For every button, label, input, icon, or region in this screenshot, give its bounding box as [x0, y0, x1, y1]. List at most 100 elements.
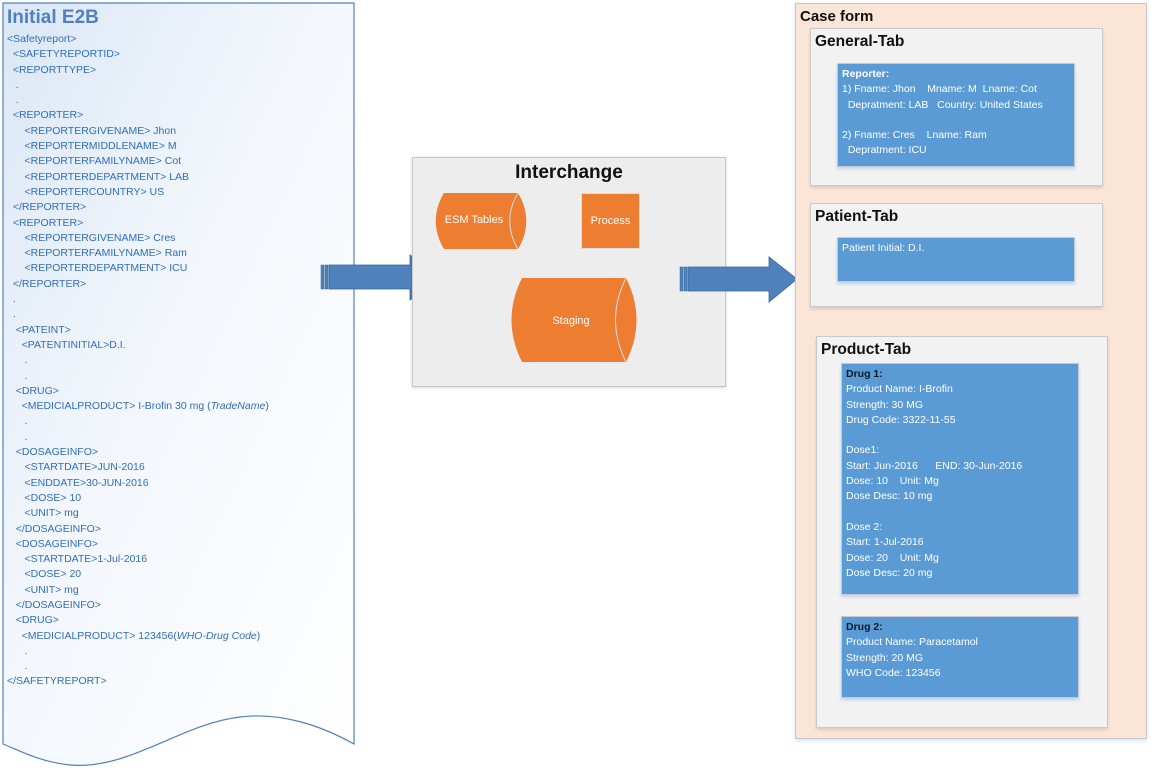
xml-line: </REPORTER>: [7, 200, 347, 215]
xml-line: <UNIT> mg: [7, 583, 347, 598]
xml-line: <REPORTERFAMILYNAME> Cot: [7, 154, 347, 169]
xml-line: </DOSAGEINFO>: [7, 522, 347, 537]
xml-line: <STARTDATE>1-Jul-2016: [7, 552, 347, 567]
xml-line-text: <DOSAGEINFO>: [7, 537, 99, 550]
reporter-line: [842, 113, 1070, 128]
xml-line: <ENDDATE>30-JUN-2016: [7, 476, 347, 491]
xml-line: .: [7, 369, 347, 384]
xml-line-text: <REPORTERFAMILYNAME> Ram: [7, 247, 187, 260]
xml-line-text: .: [7, 354, 28, 367]
xml-line: <DRUG>: [7, 613, 347, 628]
reporter-line: 2) Fname: Cres Lname: Ram: [842, 129, 987, 142]
xml-line-text: <REPORTERGIVENAME> Cres: [7, 231, 176, 244]
patient-tab-title: Patient-Tab: [815, 208, 899, 225]
xml-line-text: .: [7, 293, 16, 306]
xml-line: .: [7, 659, 347, 674]
xml-line: <REPORTERMIDDLENAME> M: [7, 139, 347, 154]
staging-label: Staging: [552, 315, 590, 327]
drug-1-line: Product Name: I-Brofin: [846, 383, 953, 396]
xml-line-text: <REPORTER>: [7, 216, 84, 229]
xml-line: <REPORTER>: [7, 216, 347, 231]
drug-1-line: Start: Jun-2016 END: 30-Jun-2016: [846, 459, 1023, 472]
drug-2-header: Drug 2:: [846, 621, 883, 633]
xml-line: <REPORTERGIVENAME> Jhon: [7, 124, 347, 139]
patient-tab: Patient-Tab Patient Initial: D.I.: [810, 203, 1103, 307]
reporter-line: Depratment: LAB Country: United States: [842, 98, 1043, 111]
patient-line: Patient Initial: D.I.: [842, 242, 925, 254]
xml-line: .: [7, 292, 347, 307]
e2b-document-shape: [2, 2, 355, 766]
xml-line-text: </REPORTER>: [7, 201, 87, 214]
patient-info-box: Patient Initial: D.I.: [837, 237, 1075, 282]
xml-line-text: <REPORTERCOUNTRY> US: [7, 185, 165, 198]
xml-line: <REPORTERFAMILYNAME> Ram: [7, 246, 347, 261]
xml-line-text: <DOSE> 10: [7, 491, 82, 504]
xml-line: <PATEINT>: [7, 323, 347, 338]
xml-line-text: <REPORTERFAMILYNAME> Cot: [7, 155, 182, 168]
drug-1-line: Dose Desc: 10 mg: [846, 490, 933, 503]
xml-line-text: <DOSAGEINFO>: [7, 446, 99, 459]
xml-line: .: [7, 353, 347, 368]
xml-line: .: [7, 644, 347, 659]
xml-line-text: .: [7, 415, 28, 428]
xml-line-text: <REPORTERDEPARTMENT> LAB: [7, 170, 190, 183]
xml-line: <STARTDATE>JUN-2016: [7, 460, 347, 475]
xml-line-text: </DOSAGEINFO>: [7, 598, 101, 611]
xml-line-text: <SAFETYREPORTID>: [7, 48, 121, 61]
e2b-document: Initial E2B <Safetyreport> <SAFETYREPORT…: [7, 6, 347, 690]
reporter-line: Depratment: ICU: [842, 144, 927, 157]
xml-line: <PATENTINITIAL>D.I.: [7, 338, 347, 353]
drug-1-line: Start: 1-Jul-2016: [846, 536, 924, 549]
process-box: Process: [581, 193, 640, 249]
xml-line: .: [7, 93, 347, 108]
esm-tables-cylinder: [435, 192, 527, 250]
xml-line: <REPORTTYPE>: [7, 63, 347, 78]
xml-line: <REPORTERCOUNTRY> US: [7, 185, 347, 200]
xml-line-text: .: [7, 94, 19, 107]
xml-line-text: .: [7, 430, 28, 443]
xml-line-text: <UNIT> mg: [7, 507, 79, 520]
e2b-document-title: Initial E2B: [7, 7, 99, 28]
xml-line-suffix: ): [256, 629, 261, 642]
xml-line-text: <Safetyreport>: [7, 33, 77, 45]
reporter-line: 1) Fname: Jhon Mname: M Lname: Cot: [842, 83, 1037, 96]
drug-1-header: Drug 1:: [846, 368, 883, 380]
process-label: Process: [590, 215, 631, 227]
xml-line: <UNIT> mg: [7, 506, 347, 521]
interchange-panel: Interchange ESM Tables Process Staging: [412, 157, 726, 387]
xml-line: <MEDICIALPRODUCT> I-Brofin 30 mg (TradeN…: [7, 399, 347, 414]
xml-line-text: <REPORTERGIVENAME> Jhon: [7, 124, 177, 137]
xml-line-suffix: ): [265, 400, 269, 413]
xml-line-text: <REPORTERDEPARTMENT> ICU: [7, 262, 188, 275]
xml-line-text: <PATEINT>: [7, 323, 71, 336]
xml-line: <SAFETYREPORTID>: [7, 47, 347, 62]
xml-line: .: [7, 414, 347, 429]
xml-line: <DOSE> 20: [7, 567, 347, 582]
xml-line: <DOSE> 10: [7, 491, 347, 506]
xml-line-text: <ENDDATE>30-JUN-2016: [7, 476, 149, 489]
drug-1-line: Dose: 10 Unit: Mg: [846, 475, 939, 488]
drug-2-line: WHO Code: 123456: [846, 666, 941, 679]
drug-1-line: Dose 2:: [846, 520, 883, 533]
xml-line: </REPORTER>: [7, 277, 347, 292]
xml-line-text: </SAFETYREPORT>: [7, 675, 107, 688]
xml-line: <REPORTERDEPARTMENT> ICU: [7, 261, 347, 276]
xml-line-text: <DRUG>: [7, 614, 59, 627]
xml-line-text: <REPORTER>: [7, 109, 84, 122]
xml-line-text: <REPORTTYPE>: [7, 63, 97, 76]
drug-1-line: [846, 505, 1074, 520]
xml-line: </SAFETYREPORT>: [7, 674, 347, 689]
xml-line-text: <PATENTINITIAL>D.I.: [7, 338, 126, 351]
reporter-header: Reporter:: [842, 68, 890, 80]
xml-line-text: </REPORTER>: [7, 277, 87, 290]
xml-line-text: .: [7, 644, 28, 657]
xml-line: <DOSAGEINFO>: [7, 445, 347, 460]
right-arrow-icon: [320, 254, 439, 301]
drug-1-line: Dose Desc: 20 mg: [846, 566, 933, 579]
case-form: Case form General-Tab Reporter: 1) Fname…: [795, 3, 1147, 739]
xml-line: <Safetyreport>: [7, 32, 347, 47]
product-tab: Product-Tab Drug 1: Product Name: I-Brof…: [816, 336, 1108, 728]
